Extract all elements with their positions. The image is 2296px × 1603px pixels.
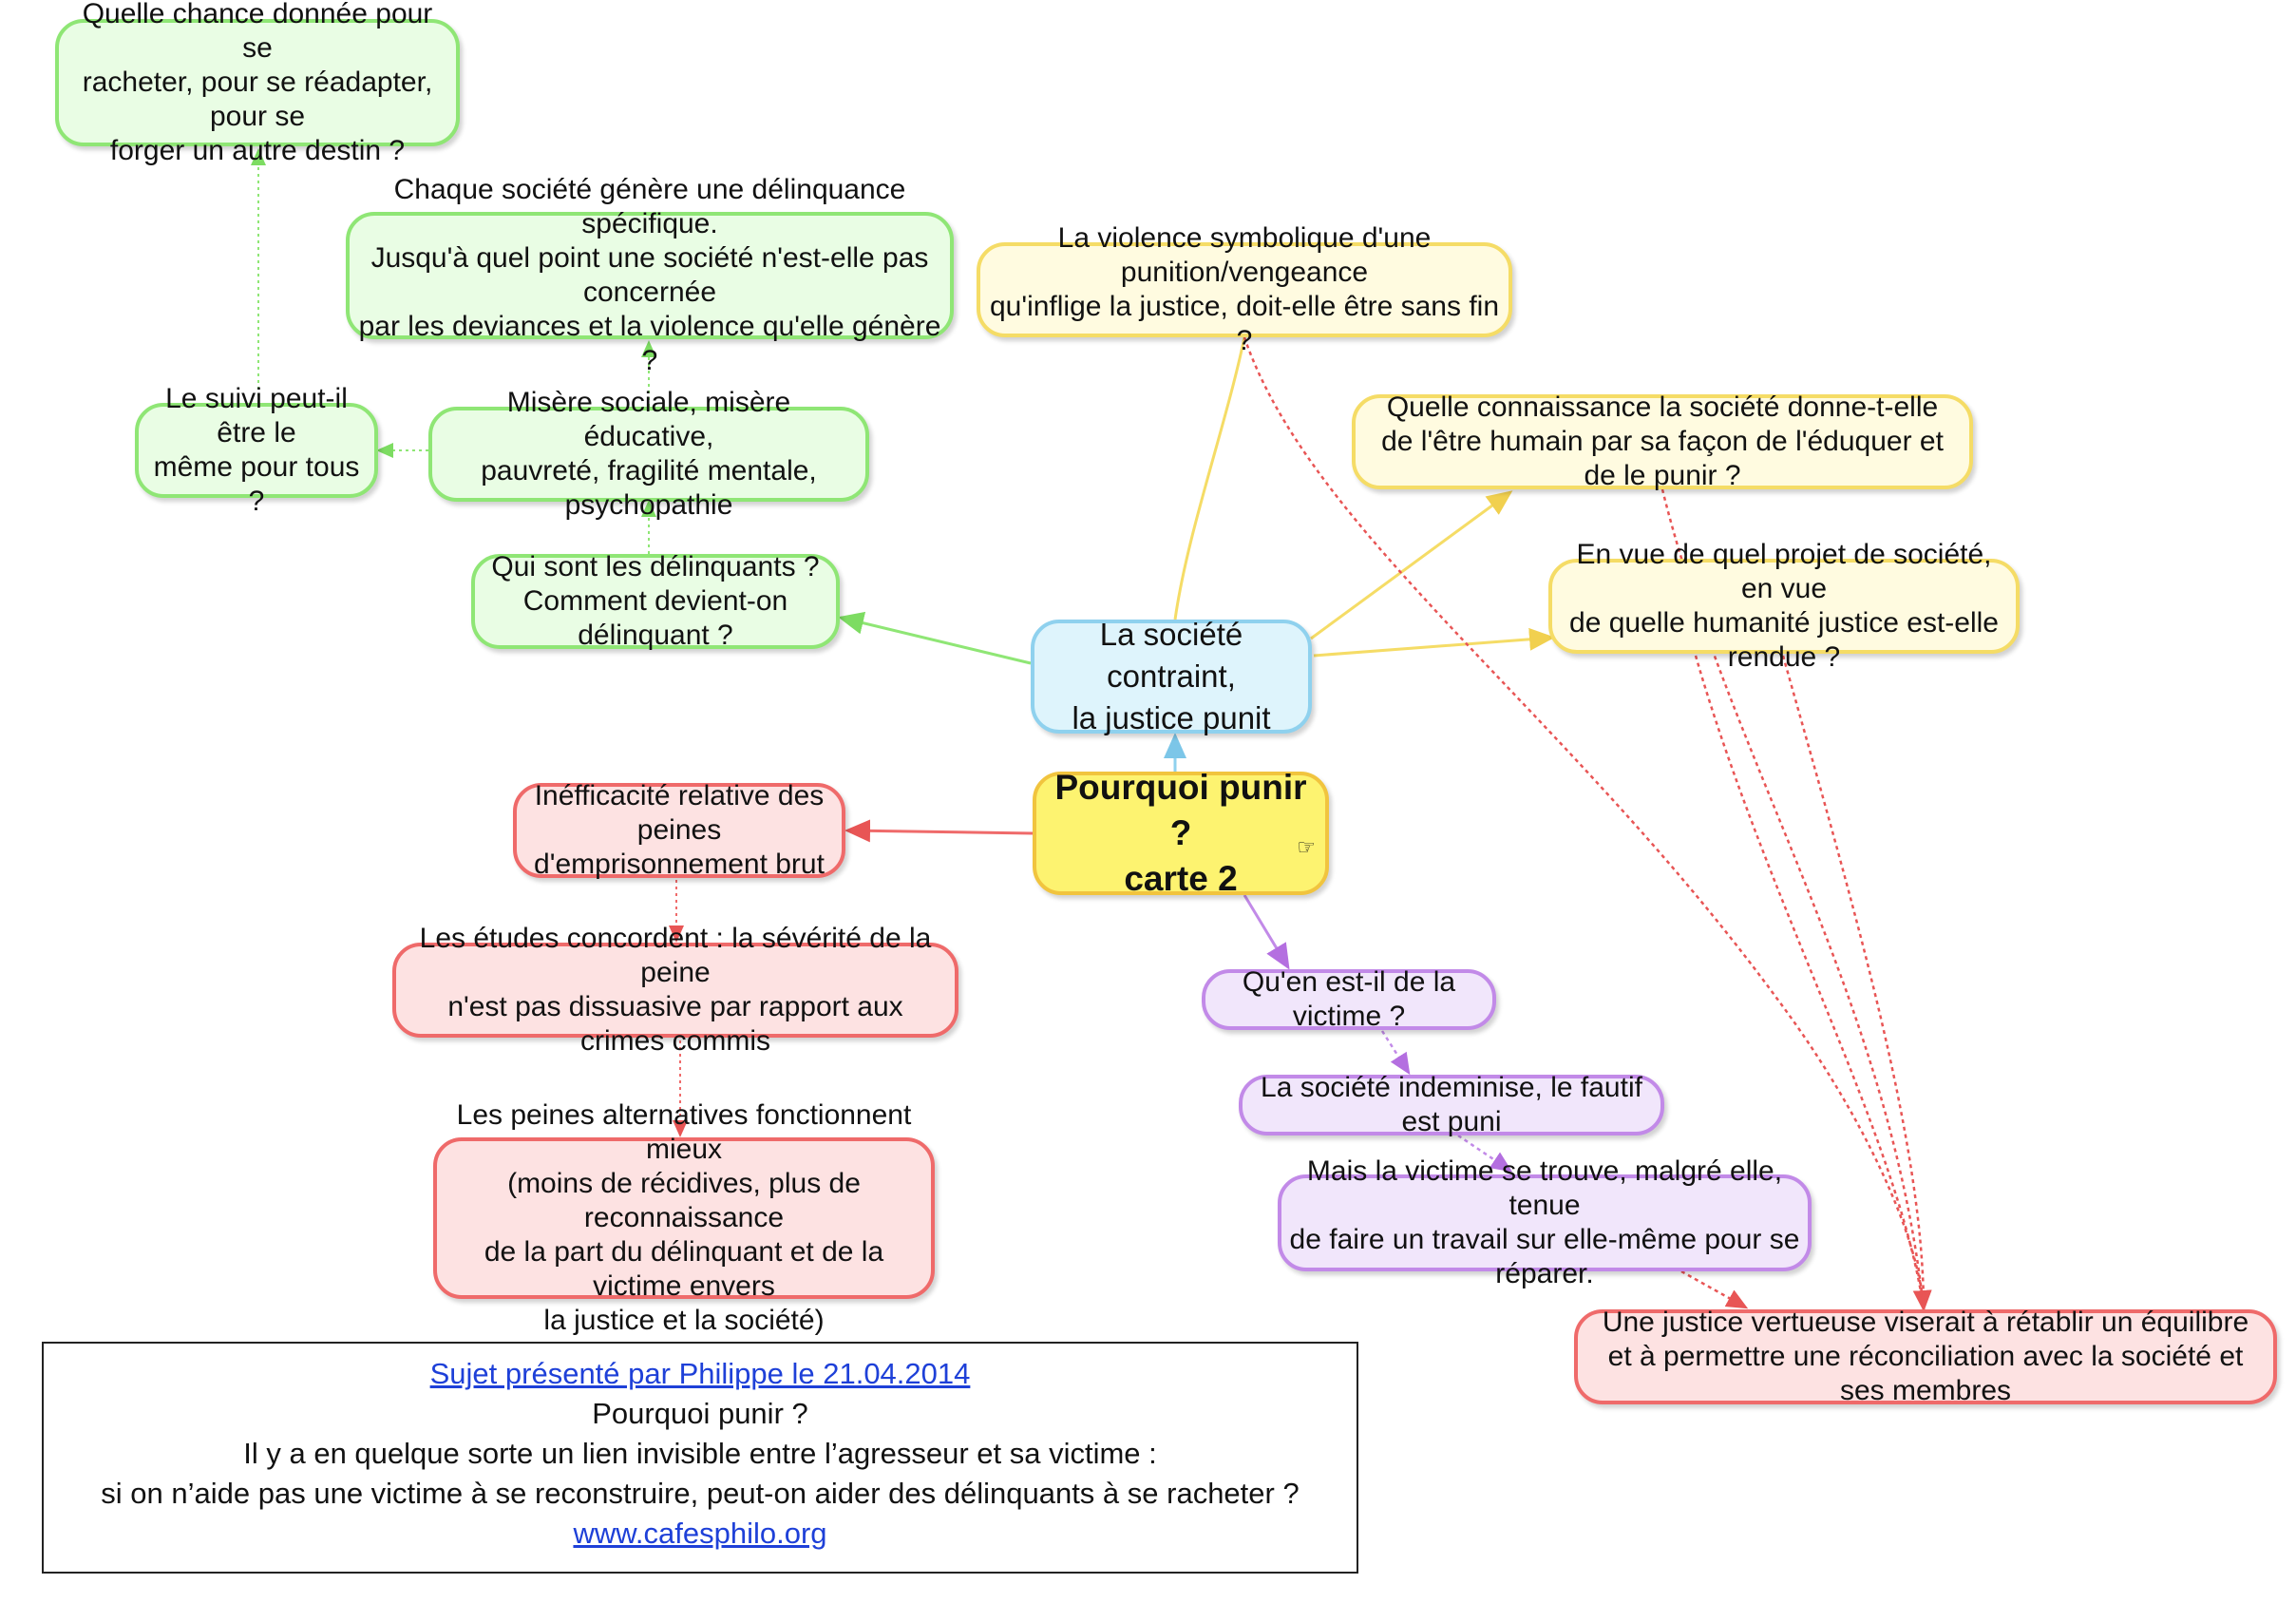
edge-center-inefficacite xyxy=(844,819,1034,843)
info-box: Sujet présenté par Philippe le 21.04.201… xyxy=(42,1342,1358,1574)
website-link[interactable]: www.cafesphilo.org xyxy=(573,1517,827,1550)
edge-center-victime xyxy=(1243,894,1290,970)
node-travail[interactable]: Mais la victime se trouve, malgré elle, … xyxy=(1278,1155,1812,1289)
edge-travail-justice xyxy=(1680,1269,1749,1309)
node-etudes[interactable]: Les études concordent : la sévérité de l… xyxy=(392,923,958,1057)
node-justice-vertueuse[interactable]: Une justice vertueuse viserait à rétabli… xyxy=(1574,1307,2277,1406)
edge-projet-justice-b xyxy=(1781,655,1926,1310)
node-society[interactable]: La société contraint, la justice punit xyxy=(1031,617,1312,735)
node-connaissance[interactable]: Quelle connaissance la société donne-t-e… xyxy=(1352,391,1973,491)
edge-society-connaissance xyxy=(1310,490,1513,640)
node-misere[interactable]: Misère sociale, misère éducative, pauvre… xyxy=(428,387,869,521)
node-victime[interactable]: Qu'en est-il de la victime ? xyxy=(1202,966,1496,1032)
node-center[interactable]: Pourquoi punir ? carte 2 ☞ xyxy=(1033,768,1329,898)
node-inefficacite[interactable]: Inéfficacité relative des peines d'empri… xyxy=(513,780,845,880)
info-line-3: si on n’aide pas une victime à se recons… xyxy=(101,1477,1300,1510)
edge-society-violence xyxy=(1173,336,1246,620)
edge-connaissance-justice xyxy=(1660,488,1926,1310)
edge-society-projet xyxy=(1313,627,1555,658)
edge-indemnise-travail xyxy=(1457,1134,1513,1173)
info-line-title: Pourquoi punir ? xyxy=(592,1397,808,1430)
pointing-hand-icon: ☞ xyxy=(1297,835,1316,859)
node-indemnise[interactable]: La société indeminise, le fautif est pun… xyxy=(1239,1072,1664,1137)
node-alternatives[interactable]: Les peines alternatives fonctionnent mie… xyxy=(433,1099,935,1336)
node-violence[interactable]: La violence symbolique d'une punition/ve… xyxy=(977,222,1512,356)
subject-link[interactable]: Sujet présenté par Philippe le 21.04.201… xyxy=(429,1357,971,1390)
node-suivi[interactable]: Le suivi peut-il être le même pour tous … xyxy=(135,383,378,517)
edge-society-delinquants xyxy=(838,611,1032,665)
node-delinquants[interactable]: Qui sont les délinquants ? Comment devie… xyxy=(471,551,840,651)
node-projet[interactable]: En vue de quel projet de société, en vue… xyxy=(1548,539,2020,673)
edge-violence-justice xyxy=(1243,336,1932,1312)
edge-victime-indemnise xyxy=(1380,1030,1411,1076)
center-title: Pourquoi punir ? carte 2 xyxy=(1054,768,1307,898)
info-line-2: Il y a en quelque sorte un lien invisibl… xyxy=(243,1437,1157,1470)
node-societe-delinquance[interactable]: Chaque société génère une délinquance sp… xyxy=(346,174,954,376)
node-chance[interactable]: Quelle chance donnée pour se racheter, p… xyxy=(55,0,460,166)
